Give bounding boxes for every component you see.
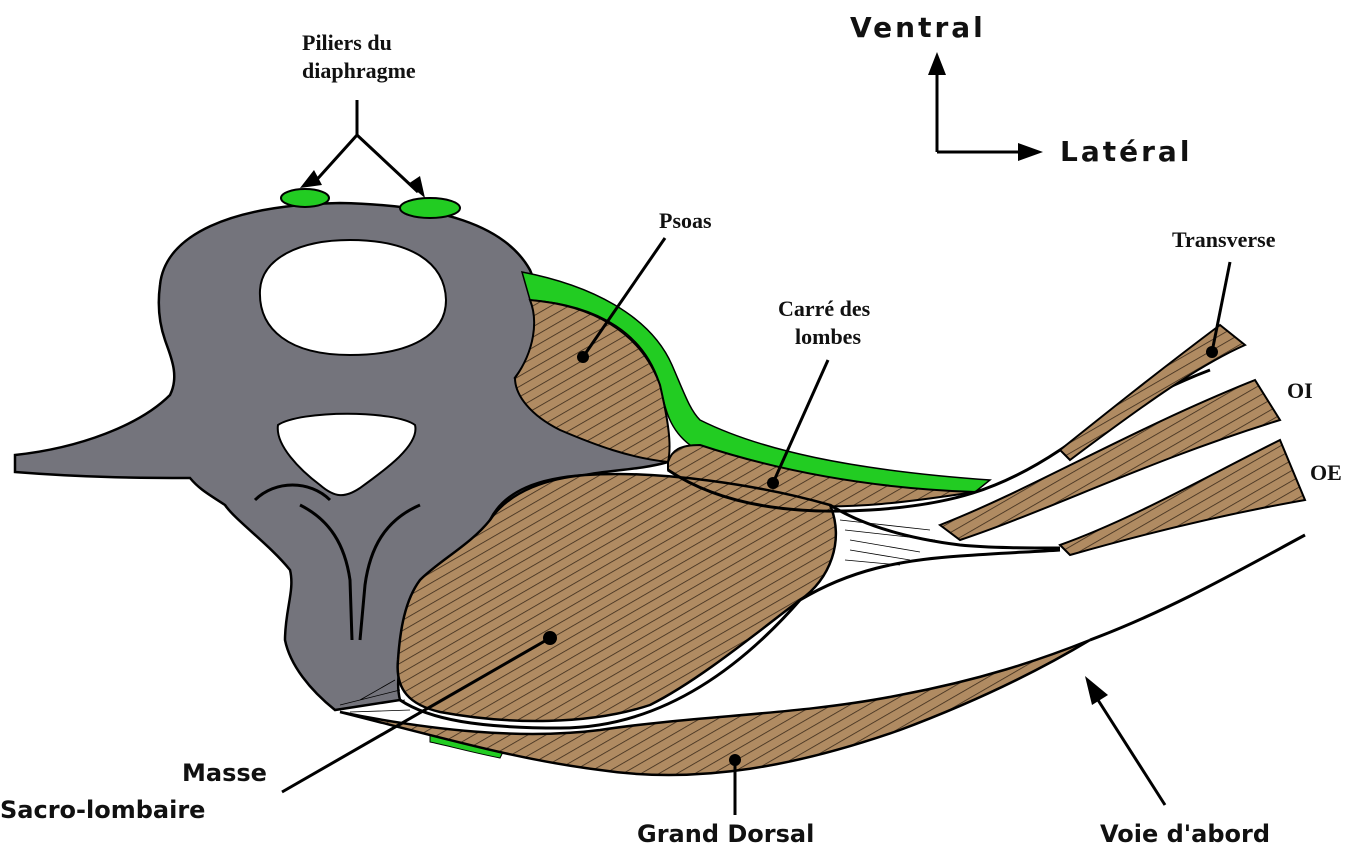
lateral-label: Latéral xyxy=(1060,135,1192,168)
lateral-arrow-head xyxy=(1018,143,1043,161)
diaphragm-pillar-right xyxy=(400,198,460,218)
voie-abord-label: Voie d'abord xyxy=(1100,820,1270,843)
masse-dot xyxy=(543,631,557,645)
piliers-label-line2: diaphragme xyxy=(302,58,416,83)
voie-abord-arrowhead xyxy=(1085,676,1108,705)
label-piliers: Piliers du diaphragme xyxy=(300,30,425,198)
piliers-leader xyxy=(312,100,418,192)
piliers-label-line1: Piliers du xyxy=(302,30,392,55)
carre-label-line1: Carré des xyxy=(778,296,871,321)
vertebral-body-hole xyxy=(260,240,446,355)
oi-label: OI xyxy=(1287,378,1313,403)
masse-label-line1: Masse xyxy=(182,759,267,787)
masse-label-line2: Sacro-lombaire xyxy=(0,796,205,824)
grand-dorsal-tendon xyxy=(1090,535,1305,640)
oblique-interne-muscle xyxy=(940,380,1280,540)
carre-label-line2: lombes xyxy=(795,324,861,349)
carre-dot xyxy=(767,477,779,489)
diaphragm-pillar-left xyxy=(281,189,329,207)
piliers-arrowhead-left xyxy=(300,170,322,188)
transverse-label: Transverse xyxy=(1172,227,1276,252)
psoas-dot xyxy=(577,351,589,363)
grand-dorsal-label: Grand Dorsal xyxy=(637,820,814,843)
transverse-dot xyxy=(1206,346,1218,358)
ventral-label: Ventral xyxy=(850,11,986,44)
oe-label: OE xyxy=(1310,460,1342,485)
ventral-arrow-head xyxy=(928,52,946,75)
psoas-label: Psoas xyxy=(659,208,712,233)
grand-dorsal-dot xyxy=(729,754,741,766)
voie-abord-arrow-line xyxy=(1098,700,1165,805)
label-voie-abord: Voie d'abord xyxy=(1085,676,1270,843)
orientation-axes: Ventral Latéral xyxy=(850,11,1192,168)
